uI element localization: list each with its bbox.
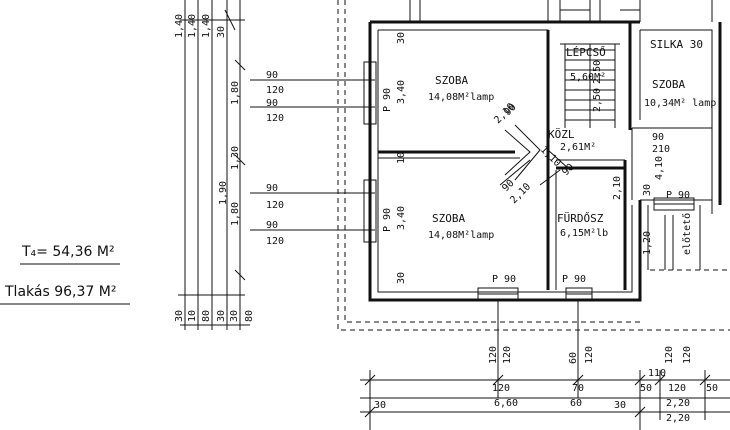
dim-text: 90	[560, 162, 576, 178]
canopy-label: előtető	[681, 213, 693, 255]
room-area: 5,60M²	[570, 72, 606, 83]
dim-text: 30	[374, 400, 386, 411]
outer-walls	[368, 20, 722, 302]
window-labels: P 90 P 90 P 90 P 90 P 90	[382, 88, 690, 285]
canopy	[664, 215, 674, 270]
dim-text: 10	[187, 310, 198, 322]
dim-text: 4,10	[654, 156, 665, 180]
dim-text: 1,10	[538, 144, 563, 169]
dim-text: 90	[266, 98, 278, 109]
dim-text: 30	[229, 310, 240, 322]
dim-text: 50	[640, 383, 652, 394]
dim-text: 120	[266, 236, 284, 247]
dim-text: 90	[266, 220, 278, 231]
dim-text: 90	[266, 183, 278, 194]
dim-text: 1,30	[230, 146, 241, 170]
room-area: 14,08M²lamp	[428, 230, 494, 241]
dim-text: 60	[568, 352, 579, 364]
dim-text: 120	[668, 383, 686, 394]
dim-text: 3,40	[396, 80, 407, 104]
window-label: P 90	[562, 274, 586, 285]
dim-text: 2,50	[592, 88, 603, 112]
bottom-left-dimension-texts: 30 10 80 30 30 80	[174, 310, 255, 322]
room-area: 2,61M²	[560, 142, 596, 153]
dim-text: 120	[266, 200, 284, 211]
wall-material-label: SILKA 30	[650, 38, 703, 51]
dim-text: 120	[682, 346, 693, 364]
dim-text: 80	[244, 310, 255, 322]
windows	[363, 61, 695, 301]
top-walls	[409, 0, 713, 23]
dim-text: 6,60	[494, 398, 518, 409]
wall-dimension-texts: 30 3,40 10 3,40 30 2,50 2,50	[396, 32, 603, 284]
dim-text: 30	[396, 32, 407, 44]
window-label: P 90	[492, 274, 516, 285]
room-label: KÖZL	[548, 128, 575, 141]
window-label: P 90	[666, 190, 690, 201]
room-labels: SZOBA 14,08M²lamp SZOBA 10,34M² lamp. SZ…	[428, 38, 722, 255]
room-label: SZOBA	[435, 74, 468, 87]
dim-text: 30	[396, 272, 407, 284]
diagonal-hall	[499, 124, 571, 186]
left-dimension-texts: 1,40 1,40 1,40 30 90 120 90 120 90 120 9…	[174, 14, 284, 247]
dim-text: 90	[652, 132, 664, 143]
room-label: FÜRDŐSZ	[557, 211, 604, 225]
dim-text: 80	[201, 310, 212, 322]
dim-text: 2,20	[666, 413, 690, 424]
room-label: SZOBA	[432, 212, 465, 225]
dim-text: 60	[570, 398, 582, 409]
diagonal-dimension-texts: 90 2,10 1,10 90 2,10 90	[492, 101, 576, 206]
window-label: P 90	[382, 88, 393, 112]
room-label: SZOBA	[652, 78, 685, 91]
room-label: LÉPCSŐ	[566, 45, 606, 59]
room-area: 10,34M² lamp.	[644, 98, 722, 109]
dim-text: 70	[572, 383, 584, 394]
dim-text: 90	[266, 70, 278, 81]
dim-text: 30	[642, 184, 653, 196]
dim-text: 120	[664, 346, 675, 364]
dim-text: 110	[648, 368, 666, 379]
dim-text: 2,20	[666, 398, 690, 409]
dim-text: 30	[174, 310, 185, 322]
dim-text: 50	[706, 383, 718, 394]
window-label: P 90	[382, 208, 393, 232]
room-area: 6,15M²lb	[560, 228, 608, 239]
dim-text: 1,90	[218, 181, 229, 205]
dim-text: 30	[216, 310, 227, 322]
room-area: 14,08M²lamp	[428, 92, 494, 103]
dim-text: 3,40	[396, 206, 407, 230]
dim-text: 120	[266, 113, 284, 124]
staircase	[560, 43, 620, 128]
dashed-boundary	[337, 0, 730, 331]
dim-text: 1,20	[642, 231, 653, 255]
dim-text: 10	[396, 152, 407, 164]
right-dimension-texts: 90 210 2,10 30 4,10 1,20	[612, 132, 670, 255]
dim-text: 1,40	[187, 14, 198, 38]
dim-text: 1,80	[230, 81, 241, 105]
dim-text: 1,80	[230, 202, 241, 226]
left-dimension-lines	[178, 0, 375, 330]
dim-text: 1,40	[174, 14, 185, 38]
tlakas-total: Tlakás 96,37 M²	[4, 284, 116, 300]
dim-text: 120	[266, 85, 284, 96]
dim-text: 1,40	[201, 14, 212, 38]
bottom-dimension-texts: 120 120 60 120 120 120 110 70 50 120 50 …	[374, 346, 718, 424]
bottom-dimension-lines	[360, 300, 730, 430]
dim-text: 120	[584, 346, 595, 364]
dim-text: 120	[488, 346, 499, 364]
dim-text: 210	[652, 144, 670, 155]
dim-text: 30	[614, 400, 626, 411]
totals: T₄= 54,36 M² Tlakás 96,37 M²	[0, 244, 130, 305]
dim-text: 2,10	[612, 176, 623, 200]
dim-text: 120	[502, 346, 513, 364]
t4-total: T₄= 54,36 M²	[21, 244, 115, 260]
dim-text: 2,50	[592, 60, 603, 84]
dim-text: 120	[492, 383, 510, 394]
dim-text: 30	[216, 26, 227, 38]
